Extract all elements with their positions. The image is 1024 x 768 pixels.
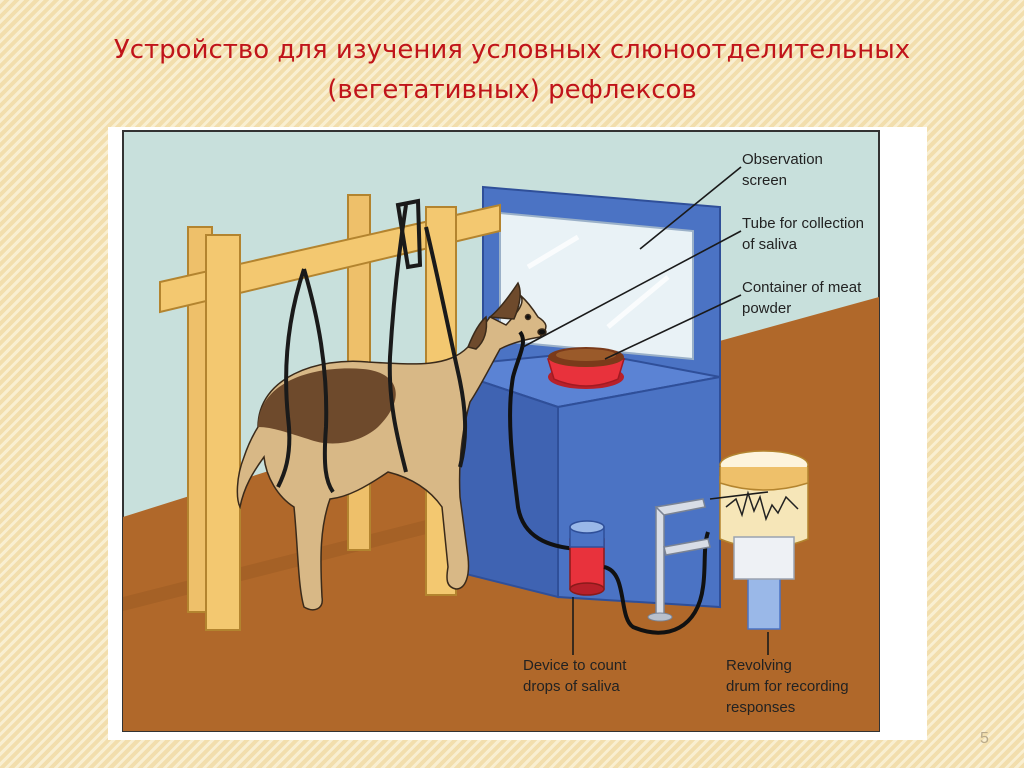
- observation-screen: [499, 211, 694, 361]
- signal-cable: [603, 531, 710, 635]
- label-drop-counter: Device to count drops of saliva: [523, 657, 627, 695]
- label-revolving-drum: Revolving drum for recording responses: [726, 657, 849, 716]
- recording-arm: [647, 498, 711, 622]
- label-meat-container: Container of meat powder: [742, 279, 862, 317]
- slide-title-line-1: Устройство для изучения условных слюноот…: [113, 35, 911, 65]
- label-saliva-tube: Tube for collection of saliva: [742, 215, 865, 253]
- drop-counter-device: [569, 520, 605, 596]
- apparatus-figure: Observation screen Tube for collection o…: [108, 127, 927, 740]
- slide-number: 5: [980, 730, 989, 747]
- stand-post-left: [205, 234, 241, 631]
- slide-title: Устройство для изучения условных слюноот…: [0, 30, 1024, 110]
- slide-title-line-2: (вегетативных) рефлексов: [327, 75, 697, 105]
- saliva-tube: [508, 330, 579, 551]
- label-observation-screen: Observation screen: [742, 151, 823, 189]
- stand-crossbar: [159, 203, 501, 314]
- harness-straps: [276, 198, 468, 494]
- apparatus-illustration: [122, 130, 880, 732]
- callout-leaders: [522, 166, 769, 655]
